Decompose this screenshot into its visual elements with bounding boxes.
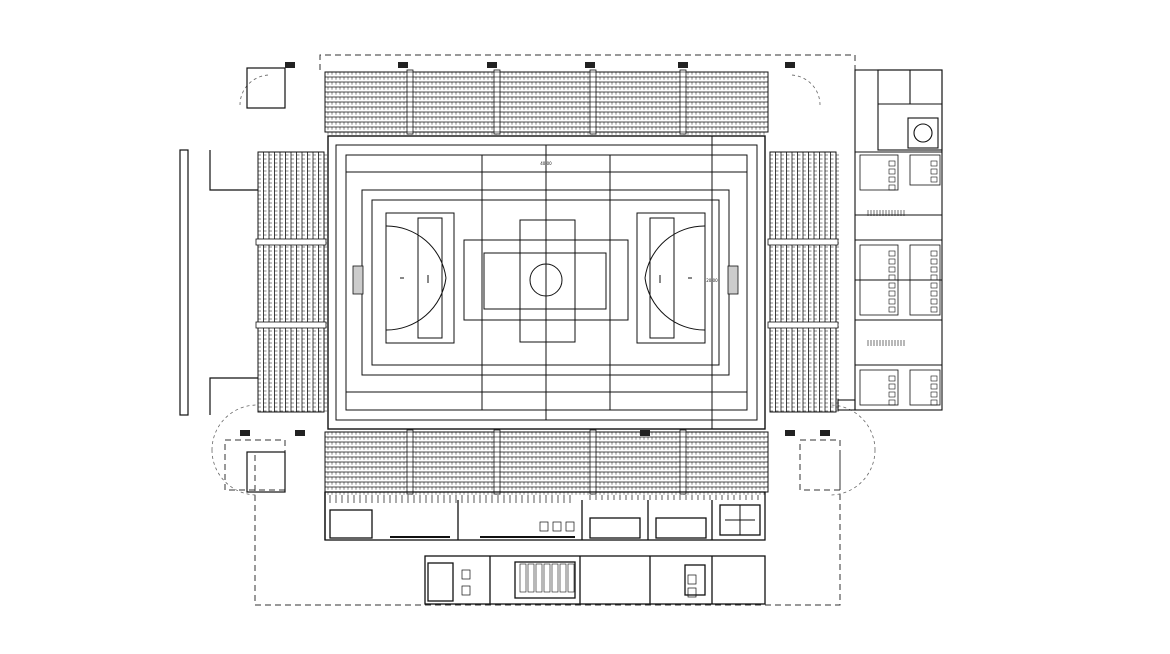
- door-jamb: [487, 62, 497, 68]
- door-jamb: [640, 430, 650, 436]
- bench: [527, 563, 535, 593]
- stand-aisle: [255, 321, 327, 329]
- door-jamb: [785, 62, 795, 68]
- changing-room: [909, 369, 941, 406]
- toilet: [687, 574, 697, 585]
- wc-stall: [888, 176, 896, 183]
- stand-aisle: [767, 321, 839, 329]
- changing-room: [909, 244, 941, 316]
- changing-room: [859, 244, 899, 316]
- wc-stall: [930, 375, 938, 382]
- bench: [519, 563, 527, 593]
- wc-stall: [888, 274, 896, 281]
- toilet: [565, 521, 575, 532]
- playing-court: [327, 135, 766, 430]
- south-wing-fixtures: [329, 495, 759, 598]
- toilet: [461, 569, 471, 580]
- wc-stall: [930, 266, 938, 273]
- side-dimension-label: 20.00: [706, 278, 718, 283]
- changing-room: [859, 154, 899, 191]
- wc-stall: [888, 290, 896, 297]
- wc-stall: [930, 306, 938, 313]
- toilet: [539, 521, 549, 532]
- bench: [543, 563, 551, 593]
- door-jamb: [785, 430, 795, 436]
- toilet: [552, 521, 562, 532]
- door-jamb: [820, 430, 830, 436]
- north-stand: [324, 69, 769, 135]
- door-jamb: [295, 430, 305, 436]
- bench: [535, 563, 543, 593]
- wc-stall: [888, 250, 896, 257]
- wc-stall: [888, 383, 896, 390]
- wc-stall: [930, 250, 938, 257]
- wc-stall: [888, 160, 896, 167]
- door-jamb: [678, 62, 688, 68]
- wc-stall: [888, 306, 896, 313]
- wc-stall: [930, 258, 938, 265]
- door-jamb: [240, 430, 250, 436]
- south-stand: [324, 429, 769, 495]
- west-wall: [179, 67, 286, 493]
- changing-room: [859, 369, 899, 406]
- south-service-wing: [324, 491, 766, 605]
- wc-stall: [930, 391, 938, 398]
- wc-stall: [930, 383, 938, 390]
- wc-stall: [888, 282, 896, 289]
- wc-stall: [930, 176, 938, 183]
- toilet: [461, 585, 471, 596]
- west-stand: [255, 151, 328, 413]
- wc-stall: [888, 258, 896, 265]
- changing-room: [909, 154, 941, 186]
- wc-stall: [930, 298, 938, 305]
- wc-stall: [930, 282, 938, 289]
- wc-stall: [930, 168, 938, 175]
- door-jamb: [398, 62, 408, 68]
- wc-stall: [888, 391, 896, 398]
- goals: [352, 265, 739, 295]
- wc-stall: [888, 399, 896, 406]
- toilet: [687, 587, 697, 598]
- wc-stall: [930, 290, 938, 297]
- bench: [551, 563, 559, 593]
- wc-stall: [888, 184, 896, 191]
- bench: [567, 563, 575, 593]
- wc-stall: [888, 375, 896, 382]
- door-jamb: [585, 62, 595, 68]
- bench: [559, 563, 567, 593]
- wc-stall: [930, 160, 938, 167]
- wc-stall: [888, 266, 896, 273]
- east-stand: [767, 151, 840, 413]
- stand-aisle: [767, 238, 839, 246]
- wc-stall: [930, 399, 938, 406]
- wc-stall: [888, 168, 896, 175]
- seating-stands: [240, 62, 840, 495]
- east-changing-rooms: [855, 151, 942, 406]
- wc-stall: [930, 274, 938, 281]
- door-jamb: [285, 62, 295, 68]
- entrance-doors: [240, 62, 830, 436]
- stand-aisle: [255, 238, 327, 246]
- court-dimension-label: 40.00: [540, 161, 552, 166]
- wc-stall: [888, 298, 896, 305]
